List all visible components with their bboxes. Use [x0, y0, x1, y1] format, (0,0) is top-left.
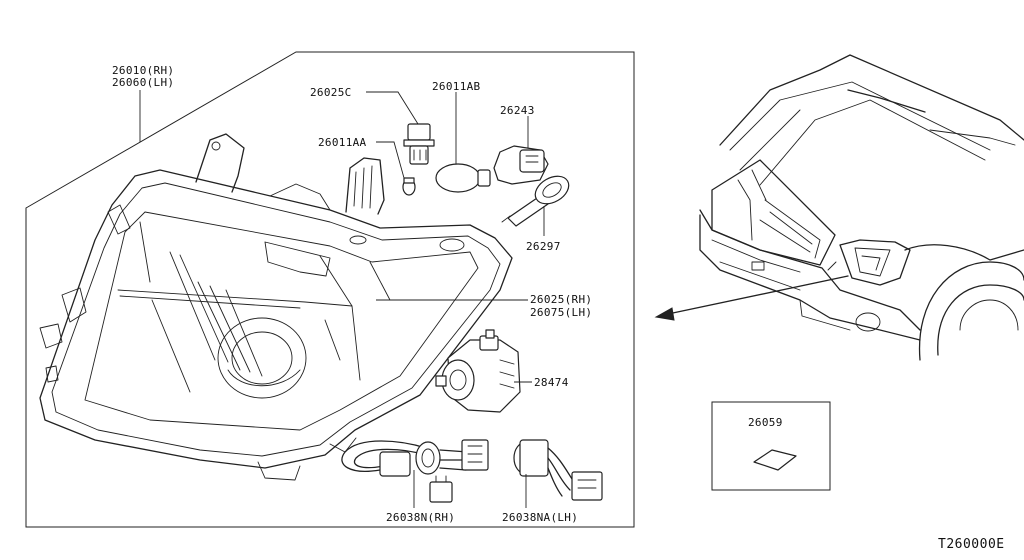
headlamp-assembly: [39, 133, 513, 481]
label-28474: 28474: [534, 376, 569, 389]
part-26011aa-bulb: [402, 177, 416, 196]
part-28474-motor: [435, 329, 521, 413]
label-26025: 26025(RH): [530, 293, 592, 306]
part-26243-socket: [493, 145, 549, 185]
label-26038n: 26038N(RH): [386, 511, 455, 524]
label-26038na: 26038NA(LH): [502, 511, 578, 524]
label-26075: 26075(LH): [530, 306, 592, 319]
main-frame: [25, 51, 635, 528]
vehicle-front-view: [699, 54, 1024, 361]
part-26011ab-bulb: [435, 163, 491, 193]
diagram-reference-code: T260000E: [938, 537, 1005, 552]
label-26011aa: 26011AA: [318, 136, 367, 149]
part-26025c-socket: [403, 123, 435, 165]
label-26297: 26297: [526, 240, 561, 253]
label-26010: 26010(RH): [112, 64, 174, 77]
leader-lines: [139, 90, 545, 508]
part-26038na-harness: [513, 439, 603, 501]
part-26038n-harness: [341, 439, 489, 503]
label-26011ab: 26011AB: [432, 80, 481, 93]
part-26297-bulb: [501, 175, 570, 227]
label-26059: 26059: [748, 416, 783, 429]
arrow-to-headlamp: [654, 275, 849, 321]
label-26060: 26060(LH): [112, 76, 174, 89]
label-26243: 26243: [500, 104, 535, 117]
inset-box-26059: [711, 401, 831, 491]
label-26025c: 26025C: [310, 86, 352, 99]
